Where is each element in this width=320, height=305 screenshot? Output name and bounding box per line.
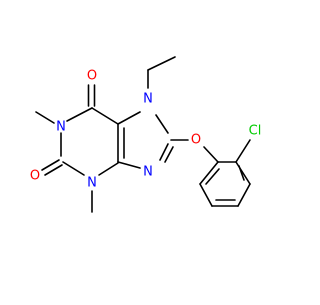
atom-o8: O — [191, 133, 201, 148]
bond-ring-cl — [235, 139, 251, 163]
ring-double-1 — [238, 165, 245, 181]
bond-c6-c5 — [91, 107, 119, 125]
ring-bond-5 — [199, 183, 213, 207]
atom-o6: O — [87, 69, 97, 84]
atom-n1: N — [56, 120, 66, 135]
bond-n7-c8 — [155, 114, 169, 134]
bond-n3-c4 — [98, 162, 119, 176]
ring-bond-3 — [237, 183, 251, 207]
bond-c2-o2-b — [44, 164, 63, 176]
atom-n3: N — [87, 176, 97, 191]
atom-o2: O — [30, 169, 40, 184]
bond-n1-methyl — [35, 111, 55, 124]
bond-c2-o2-a — [41, 159, 60, 171]
bond-c8-n9-a — [159, 143, 169, 161]
ring-bond-6 — [199, 161, 219, 185]
ring-bond-2 — [235, 161, 251, 185]
bond-ch2-ch3 — [147, 56, 176, 71]
bond-c8-n9-b — [164, 146, 174, 163]
bond-c5-n7 — [117, 111, 141, 125]
atom-cl: Cl — [249, 124, 262, 139]
atom-n9: N — [143, 165, 153, 180]
atom-n7: N — [143, 92, 153, 107]
ring-double-3 — [205, 168, 220, 185]
bond-c6-n1 — [66, 107, 93, 122]
bond-o8-ring — [203, 146, 219, 163]
bond-n9-c4 — [117, 161, 141, 169]
structure-canvas: O N O N N N O Cl — [30, 56, 262, 213]
molecule-structure: O N O N N N O Cl — [30, 56, 262, 213]
bond-c2-n3 — [62, 161, 85, 176]
